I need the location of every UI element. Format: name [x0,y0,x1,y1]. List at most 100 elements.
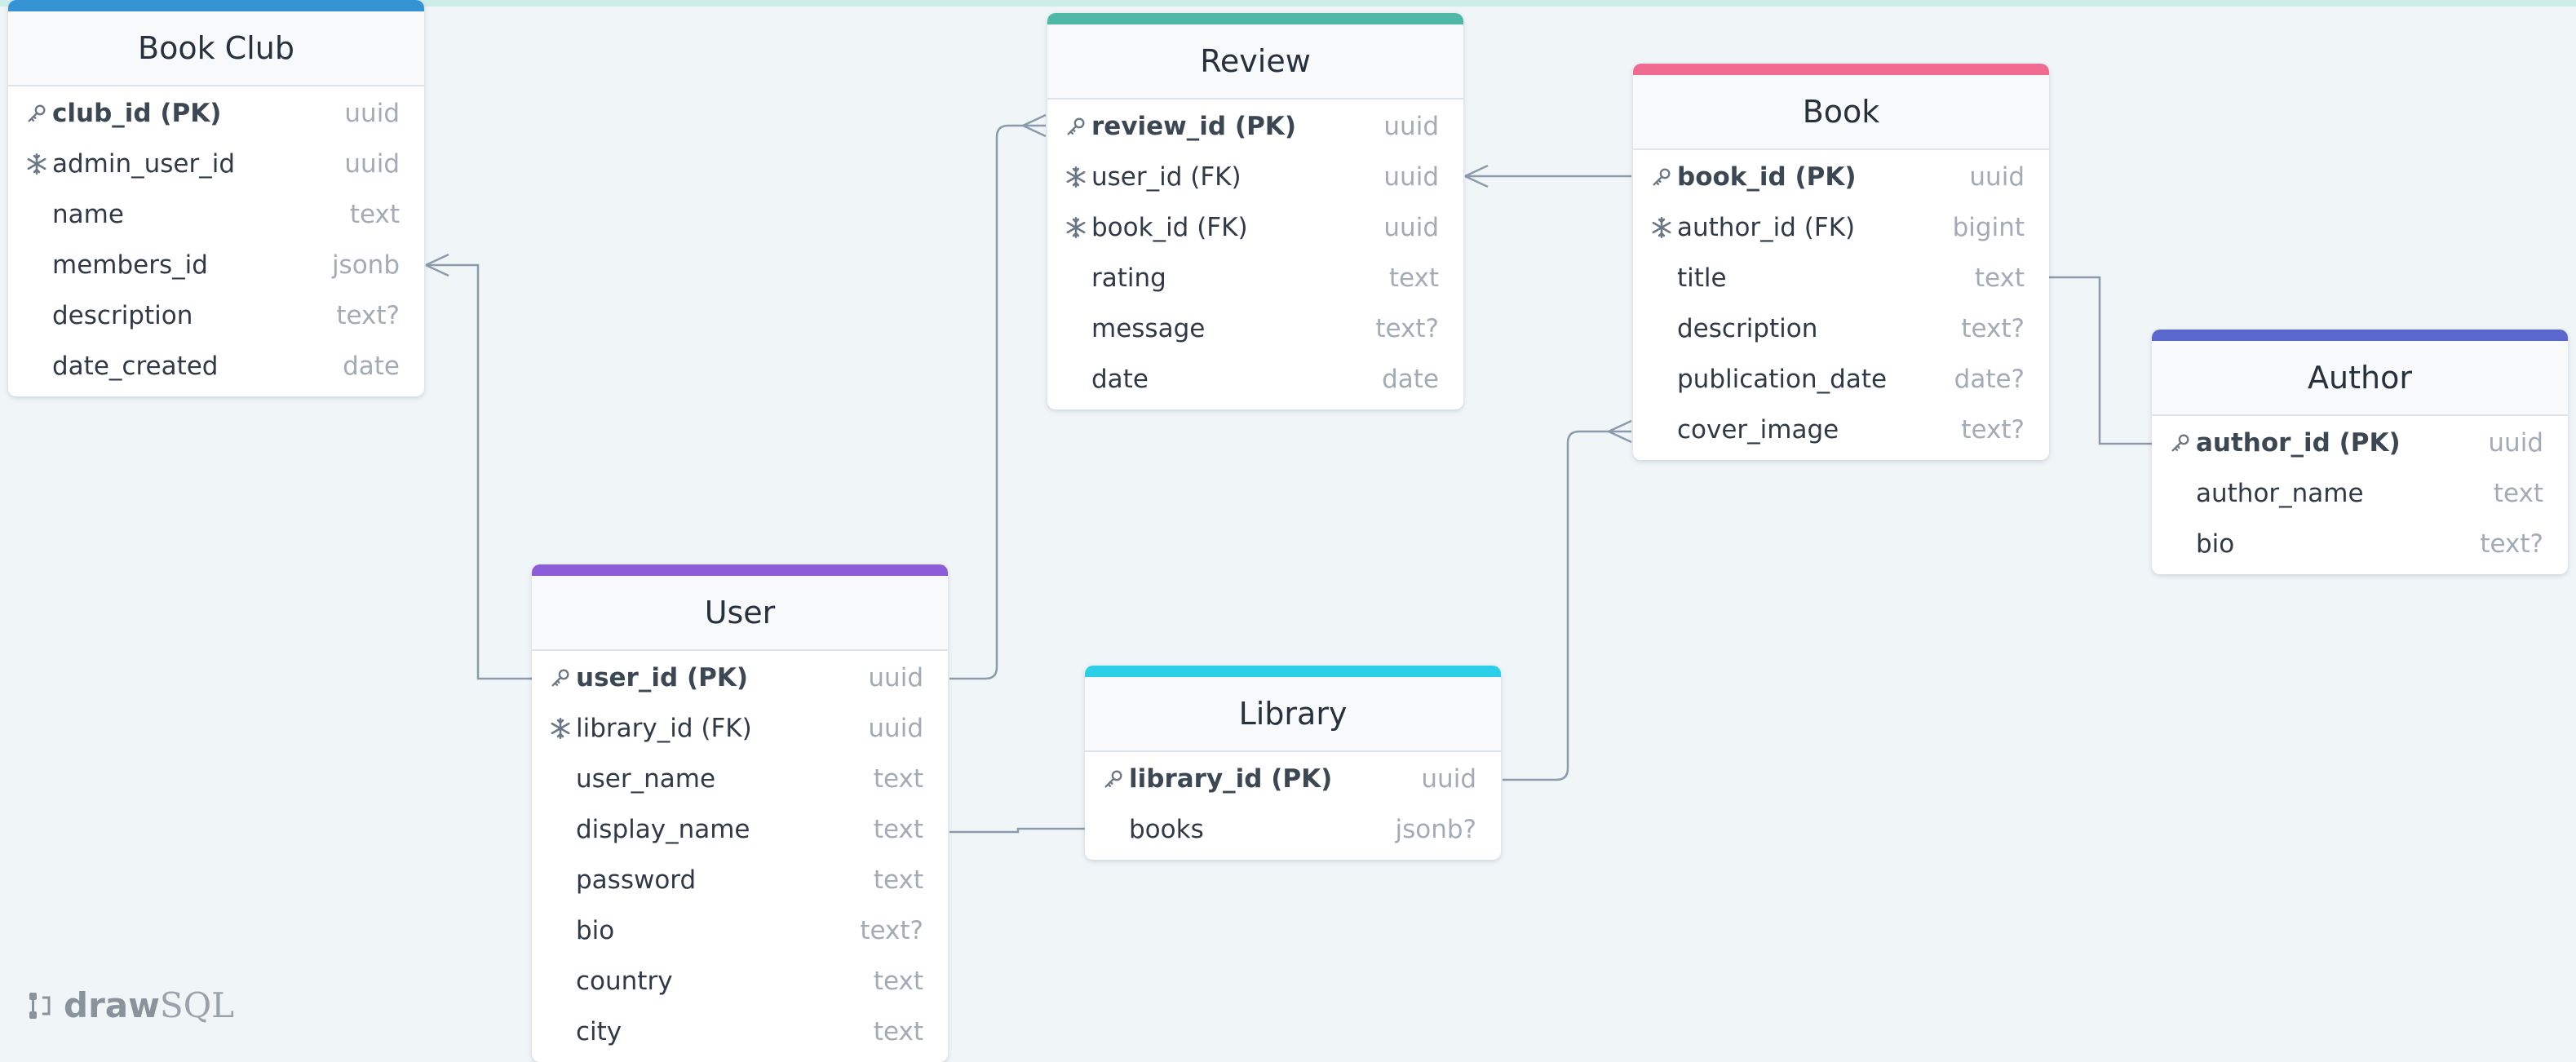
column-name: books [1129,815,1204,844]
table-column-row[interactable]: bio text? [2152,519,2568,569]
snowflake-icon [21,153,52,175]
table-column-row[interactable]: club_id (PK)uuid [8,88,424,139]
table-column-row[interactable]: library_id (PK)uuid [1085,754,1501,804]
canvas-top-bar [0,0,2576,7]
key-icon [1646,166,1677,188]
drawsql-logo[interactable]: draw SQL [26,985,234,1025]
column-type: text? [2480,529,2543,559]
connector-review-book[interactable] [1464,164,1631,188]
table-title[interactable]: Review [1047,24,1463,100]
connector-user-library[interactable] [949,827,1085,834]
column-type: text [873,764,923,794]
key-icon [545,666,576,689]
column-type: date [343,352,400,381]
table-column-row[interactable]: title text [1633,253,2049,303]
table-title[interactable]: Library [1085,677,1501,752]
table-columns: library_id (PK)uuid books jsonb? [1085,752,1501,860]
table-column-row[interactable]: author_id (PK)uuid [2152,418,2568,468]
column-type: uuid [344,149,400,179]
column-type: date [1382,365,1439,394]
connector-user-review[interactable] [949,113,1047,680]
column-name: book_id (PK) [1677,162,1857,192]
table-accent [1047,13,1463,24]
table-column-row[interactable]: date date [1047,354,1463,405]
column-name: club_id (PK) [52,99,222,128]
table-column-row[interactable]: author_id (FK)bigint [1633,202,2049,253]
table-accent [8,0,424,11]
table-column-row[interactable]: library_id (FK)uuid [532,703,948,754]
key-icon [1060,115,1091,138]
table-column-row[interactable]: display_name text [532,804,948,855]
logo-text-sql: SQL [159,985,235,1025]
column-type: text [1974,263,2025,293]
table-column-row[interactable]: book_id (PK)uuid [1633,152,2049,202]
table-column-row[interactable]: books jsonb? [1085,804,1501,855]
table-column-row[interactable]: user_id (PK)uuid [532,653,948,703]
column-name: bio [2196,529,2235,559]
column-name: user_name [576,764,716,794]
column-type: uuid [2488,428,2543,458]
table-accent [1085,666,1501,677]
column-name: library_id (FK) [576,714,752,743]
column-type: uuid [868,663,923,693]
connector-bookclub-user[interactable] [425,253,532,680]
table-title[interactable]: Book [1633,75,2049,150]
column-name: title [1677,263,1727,293]
column-type: jsonb? [1395,815,1476,844]
column-name: date_created [52,352,219,381]
table-title[interactable]: Book Club [8,11,424,86]
column-name: author_id (FK) [1677,213,1856,242]
table-title[interactable]: Author [2152,341,2568,416]
table-accent [2152,330,2568,341]
table-library[interactable]: Library library_id (PK)uuid books jsonb? [1085,666,1501,860]
table-column-row[interactable]: review_id (PK)uuid [1047,101,1463,152]
column-name: publication_date [1677,365,1888,394]
column-type: text [873,815,923,844]
column-type: uuid [1383,162,1439,192]
column-name: password [576,865,697,895]
logo-text-draw: draw [64,985,160,1025]
column-name: rating [1091,263,1166,293]
key-icon [1098,768,1129,790]
connector-library-book[interactable] [1503,419,1632,781]
key-icon [21,102,52,125]
key-icon [2165,431,2196,454]
table-title[interactable]: User [532,576,948,651]
column-name: country [576,967,673,996]
column-name: display_name [576,815,750,844]
column-type: text? [1375,314,1439,343]
connector-book-author[interactable] [2047,276,2152,445]
column-name: book_id (FK) [1091,213,1248,242]
table-column-row[interactable]: user_name text [532,754,948,804]
table-column-row[interactable]: book_id (FK)uuid [1047,202,1463,253]
column-type: text [2493,479,2543,508]
table-accent [532,564,948,576]
table-column-row[interactable]: date_created date [8,341,424,392]
table-column-row[interactable]: user_id (FK)uuid [1047,152,1463,202]
snowflake-icon [1646,216,1677,239]
column-type: uuid [1421,764,1476,794]
column-name: date [1091,365,1149,394]
